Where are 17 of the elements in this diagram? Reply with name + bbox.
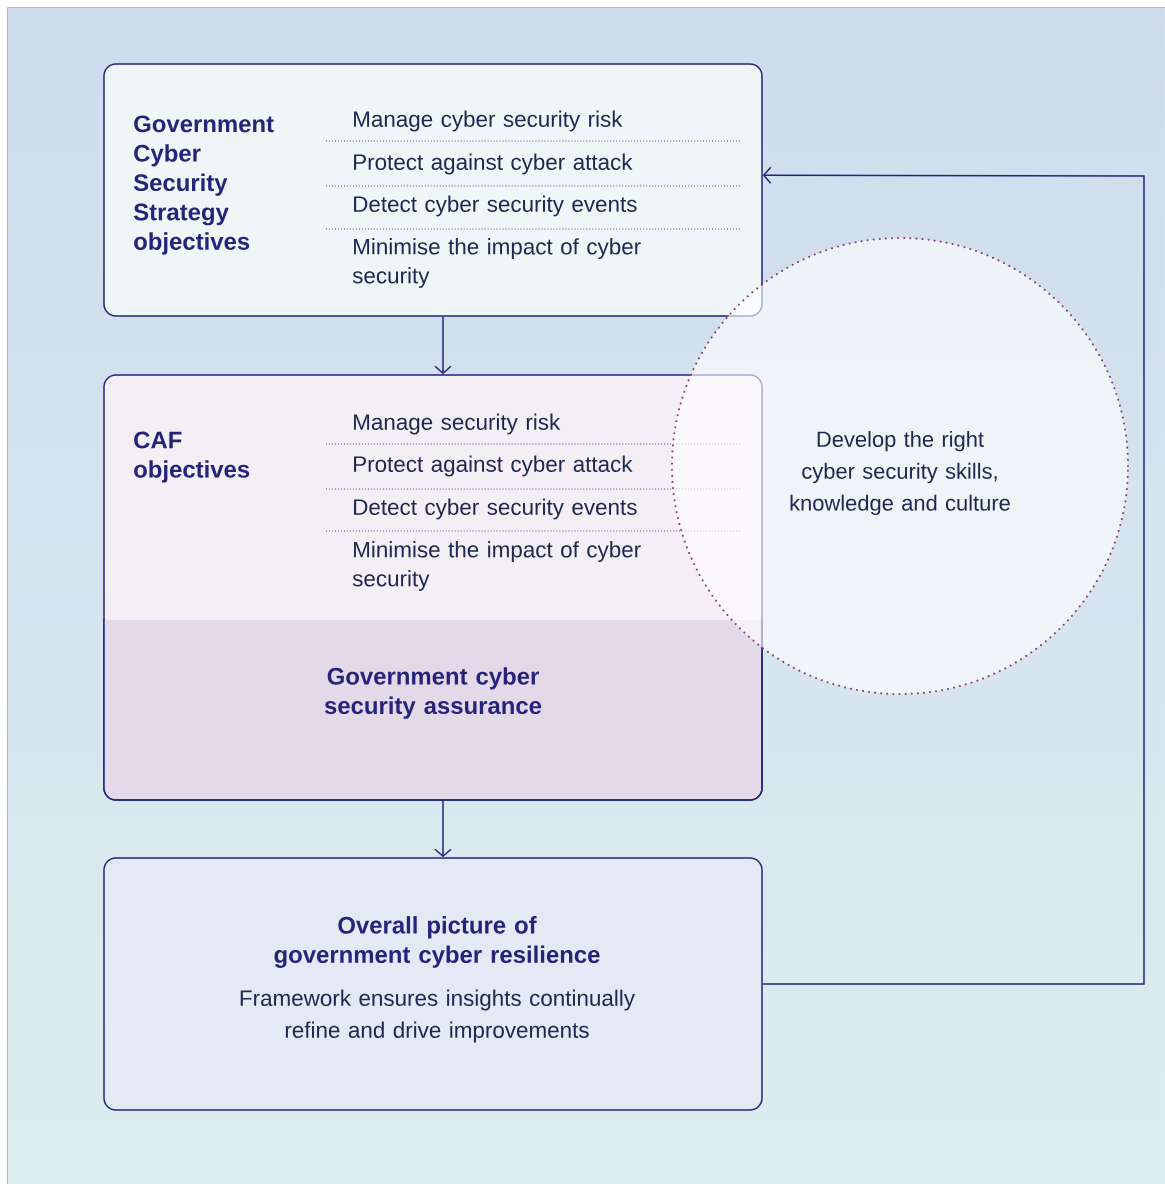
list-item: Protect against cyber attack — [354, 455, 633, 477]
band-heading: Government cyber security assurance — [324, 667, 542, 719]
list-item: Protect against cyber attack — [354, 153, 633, 175]
box-text: Framework ensures insights continually refine and drive improvements — [240, 989, 635, 1043]
list-item: Detect cyber security events — [354, 498, 637, 520]
box-heading: CAF objectives — [134, 431, 250, 483]
list-item: Manage cyber security risk — [354, 110, 623, 132]
list-item: Minimise the impact of cyber security — [352, 541, 641, 591]
list-item: Manage security risk — [354, 413, 561, 435]
circle-text: Develop the right cyber security skills, knowledge and culture — [790, 430, 1010, 516]
list-item: Minimise the impact of cyber security — [352, 238, 641, 288]
arrow — [434, 799, 452, 858]
box-heading: Government Cyber Security Strategy objectives — [133, 115, 274, 255]
box-heading: Overall picture of government cyber resilience — [274, 916, 600, 968]
arrow — [762, 166, 1145, 985]
list-item: Detect cyber security events — [354, 195, 637, 217]
arrow — [434, 316, 452, 375]
